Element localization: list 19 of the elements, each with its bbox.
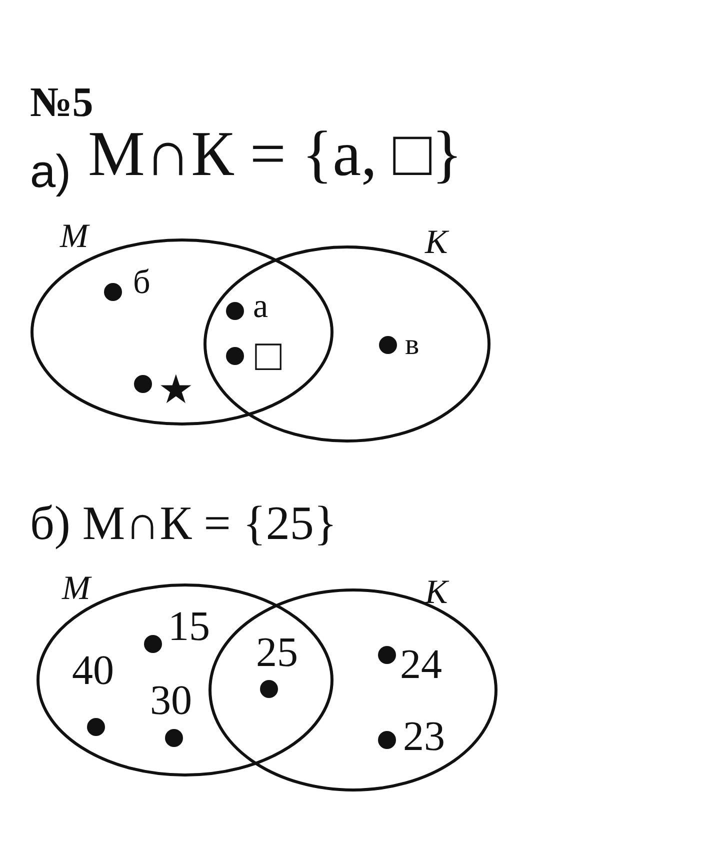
element-label: 15: [168, 606, 210, 648]
element-label: б: [133, 266, 150, 300]
element-label: ★: [158, 370, 194, 410]
element-label: 24: [400, 644, 442, 686]
element-label: □: [255, 334, 282, 378]
element-label: 40: [72, 650, 114, 692]
set-name: М: [62, 572, 90, 606]
set-name: М: [60, 220, 88, 254]
set-formula: б) М∩К = {25}: [30, 500, 337, 548]
item-letter: а): [30, 148, 71, 194]
set-formula: М∩К = {а, □}: [88, 122, 462, 186]
exercise-number: №5: [30, 82, 94, 124]
element-label: в: [405, 330, 420, 360]
set-name: К: [425, 576, 448, 610]
element-label: 30: [150, 680, 192, 722]
element-label: 23: [403, 716, 445, 758]
element-label: 25: [256, 632, 298, 674]
element-label: а: [253, 290, 268, 324]
set-name: К: [425, 226, 448, 260]
